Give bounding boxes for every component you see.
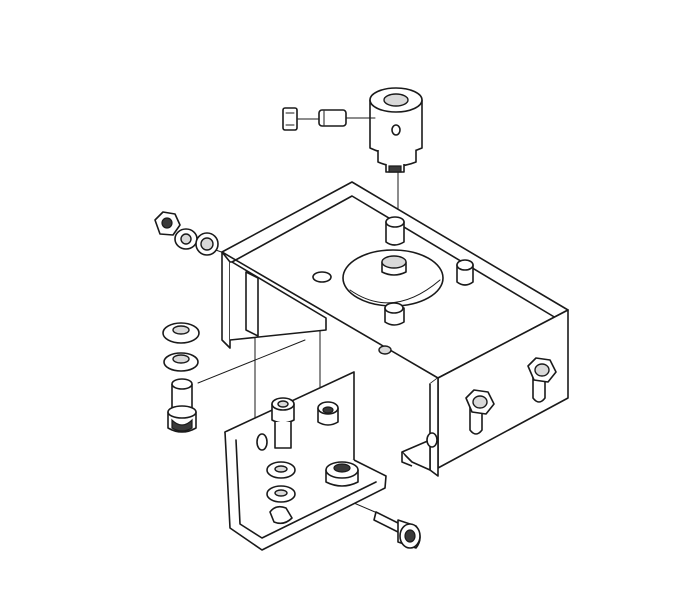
main-bracket — [221, 181, 569, 477]
hex-nut — [154, 211, 181, 236]
flat-washer — [195, 232, 219, 256]
plate-washer-upper — [266, 461, 296, 479]
hex-nut-front-right — [527, 357, 557, 383]
set-screw — [282, 107, 298, 131]
bracket-standoff-post-bottom — [384, 302, 405, 326]
mounting-plate — [224, 371, 387, 551]
socket-head-cap-screw-long — [373, 511, 421, 549]
shaft-coupler — [369, 87, 423, 173]
lock-washer — [174, 228, 198, 250]
plate-standoff — [317, 401, 339, 426]
plate-washer-lower — [266, 485, 296, 503]
hex-nut-front-left — [465, 389, 495, 415]
bracket-standoff-post-top — [385, 216, 405, 246]
socket-head-cap-screw-left — [167, 378, 197, 433]
socket-head-cap-screw-plate — [271, 397, 295, 449]
flat-washer-left-upper — [162, 322, 200, 344]
bracket-standoff-post-right — [456, 259, 474, 286]
pin — [318, 109, 347, 127]
hex-nut-lower-right — [426, 432, 438, 448]
flat-washer-left-lower — [163, 352, 199, 372]
bracket-standoff-post-center — [381, 255, 407, 276]
plate-socket-head — [325, 461, 359, 487]
